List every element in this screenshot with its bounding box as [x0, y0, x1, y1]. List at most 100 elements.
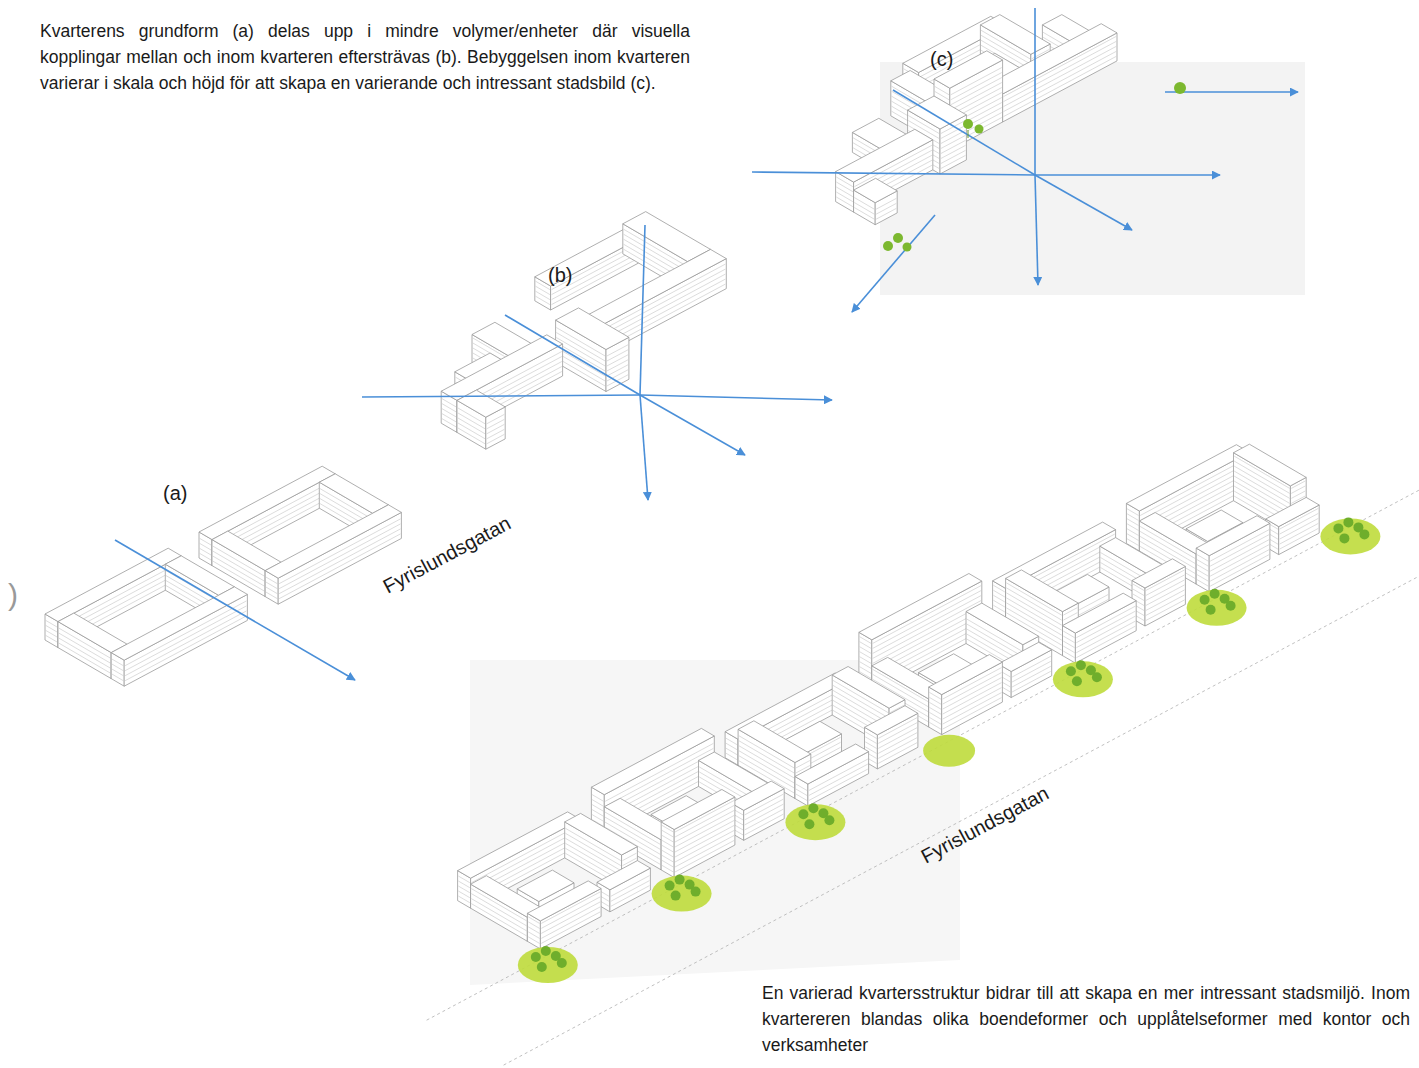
floor-line — [943, 693, 1002, 725]
building-roof — [265, 505, 401, 578]
floor-line — [487, 414, 505, 423]
floor-line — [943, 688, 1002, 720]
building-roof — [1132, 559, 1185, 588]
tree — [531, 952, 541, 962]
floor-line — [745, 809, 784, 830]
floor-line — [112, 659, 124, 666]
floor-line — [487, 434, 505, 443]
building-roof — [795, 744, 869, 784]
floor-line — [796, 784, 808, 791]
floor-line — [675, 841, 734, 873]
building-roof — [859, 574, 982, 640]
tree — [903, 243, 912, 252]
floor-line — [878, 733, 917, 754]
building-roof — [738, 721, 811, 763]
tree-stem — [968, 130, 969, 138]
tree — [675, 875, 685, 885]
floor-line — [458, 418, 485, 434]
floor-line — [279, 519, 400, 584]
floor-line — [1146, 595, 1185, 616]
building-roof — [1234, 444, 1307, 486]
floor-line — [941, 135, 966, 148]
building-roof — [731, 781, 785, 810]
floor-line — [726, 738, 738, 745]
green-spaces — [518, 517, 1381, 983]
floor-line — [836, 187, 853, 197]
tree — [1076, 660, 1086, 670]
floor-line — [623, 853, 637, 861]
floor-line — [854, 208, 874, 220]
floor-line — [745, 814, 784, 835]
floor-line — [1146, 590, 1185, 611]
tree — [824, 815, 834, 825]
tree — [808, 803, 818, 813]
floor-line — [541, 912, 600, 944]
floor-line — [745, 804, 784, 825]
floor-line — [876, 208, 896, 219]
tree — [883, 241, 893, 251]
floor-line — [1146, 600, 1185, 621]
description-text: En varierad kvartersstruktur bidrar till… — [762, 980, 1410, 1058]
sight-line — [505, 315, 640, 395]
floor-line — [941, 145, 966, 158]
floor-line — [611, 886, 650, 907]
floor-line — [125, 601, 246, 666]
floor-line — [595, 264, 725, 334]
floor-line — [943, 698, 1002, 730]
sight-arrow — [1035, 175, 1038, 285]
green-space — [1187, 590, 1247, 626]
floor-line — [266, 577, 278, 584]
green-space — [652, 876, 712, 912]
floor-line — [536, 286, 550, 294]
floor-line — [878, 743, 917, 764]
building-roof — [45, 548, 181, 621]
floor-line — [675, 826, 734, 858]
street-lines — [427, 409, 1419, 1065]
building-roof — [832, 667, 905, 709]
block-group-b — [441, 212, 726, 450]
building-roof — [1063, 593, 1137, 633]
floor-line — [607, 365, 628, 376]
building-side — [1126, 503, 1139, 551]
tree — [893, 233, 903, 243]
floor-line — [836, 197, 853, 207]
floor-line — [200, 538, 212, 545]
building-roof — [908, 96, 967, 129]
building-roof — [865, 706, 918, 735]
tree — [1359, 529, 1369, 539]
floor-line — [854, 203, 874, 215]
building-side — [661, 822, 674, 878]
floor-line — [941, 150, 966, 163]
floor-line — [607, 370, 628, 381]
floor-line — [675, 836, 734, 868]
floor-line — [487, 419, 505, 428]
tree — [1206, 605, 1216, 615]
block-row — [458, 444, 1320, 949]
building-roof — [929, 655, 1003, 695]
block-group-c — [836, 15, 1117, 225]
floor-line — [1140, 458, 1248, 516]
tree — [975, 125, 984, 134]
floor-line — [1004, 56, 1117, 116]
tree — [1333, 523, 1343, 533]
floor-line — [1012, 666, 1051, 687]
building-roof — [661, 790, 735, 830]
building-roof — [1006, 570, 1079, 612]
building-roof — [1196, 516, 1270, 556]
floor-line — [1076, 626, 1135, 658]
building-roof — [987, 24, 1117, 94]
floor-line — [836, 182, 853, 192]
panel-label: (b) — [548, 264, 572, 287]
building-roof — [111, 587, 247, 660]
building-roof — [458, 812, 581, 878]
block-group-a — [45, 466, 401, 686]
sight-line — [1034, 8, 1036, 175]
floor-line — [675, 821, 734, 853]
floor-line — [873, 586, 981, 644]
tree — [537, 962, 547, 972]
building-roof — [597, 861, 650, 890]
tree — [963, 119, 973, 129]
building-roof — [966, 603, 1039, 645]
floor-line — [1197, 555, 1209, 562]
